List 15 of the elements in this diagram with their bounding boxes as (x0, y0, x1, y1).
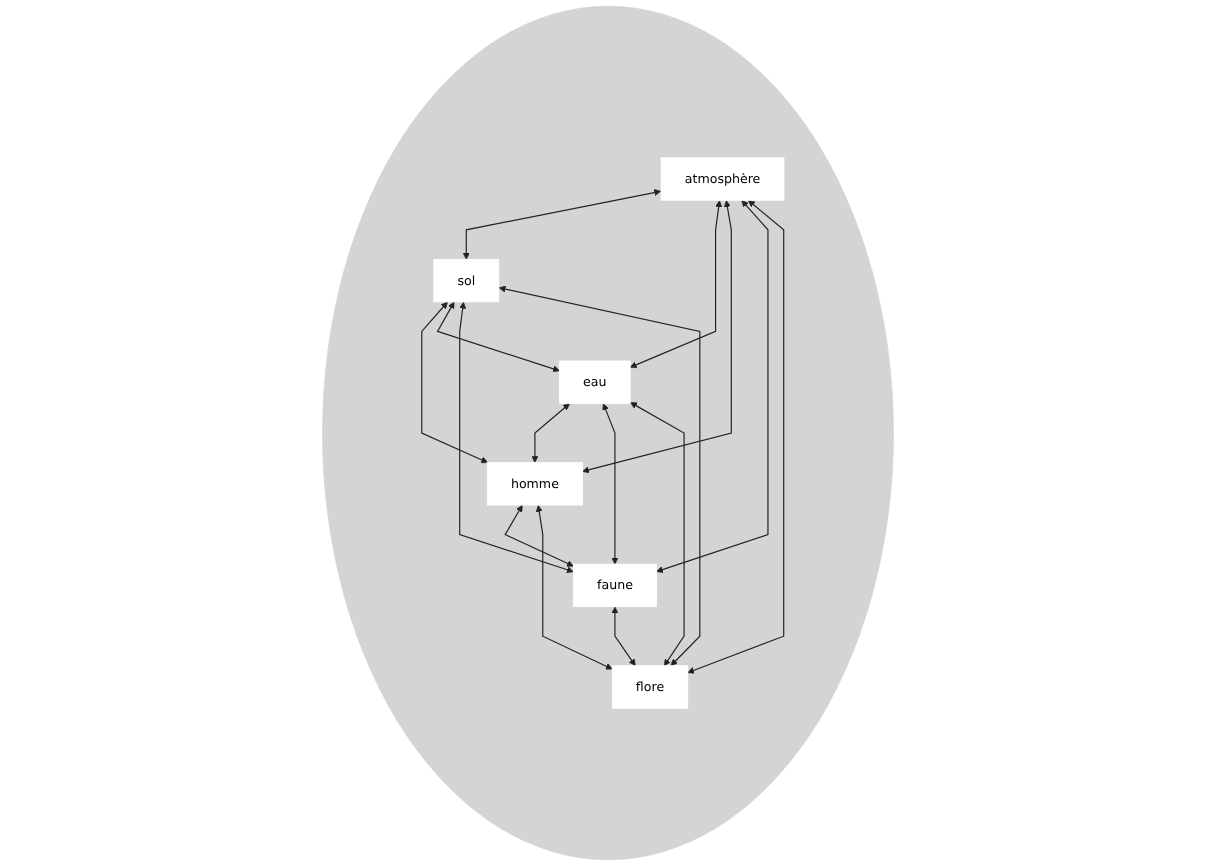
arrow (436, 301, 560, 373)
arrow (531, 403, 570, 463)
arrow (462, 189, 662, 260)
arrow (602, 403, 619, 565)
arrow (535, 505, 613, 670)
arrow (504, 505, 574, 567)
arrow (611, 606, 636, 667)
arrow (656, 200, 769, 573)
arrow (459, 301, 574, 574)
arrow (421, 301, 488, 464)
arrow (629, 200, 723, 369)
arrow (582, 200, 732, 474)
arrow (687, 200, 785, 674)
arrow (630, 402, 685, 667)
arrow (498, 285, 701, 667)
